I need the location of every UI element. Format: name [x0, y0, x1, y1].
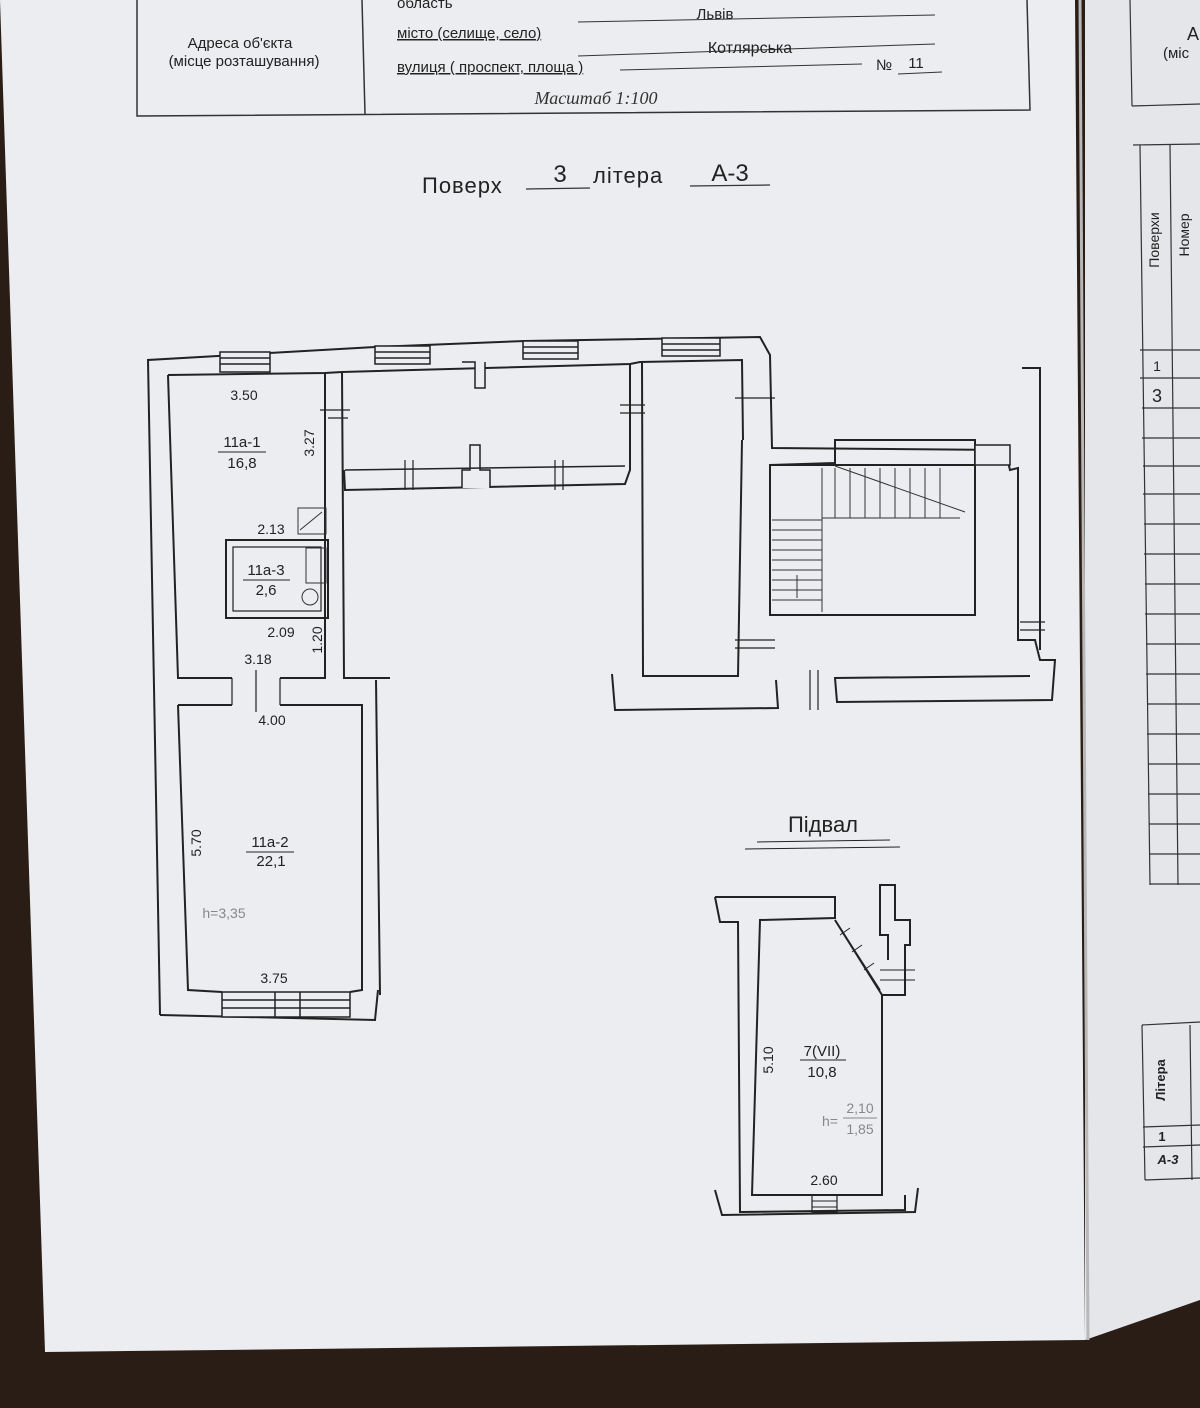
- door-marks: [231, 397, 1045, 712]
- staircase: [769, 464, 976, 616]
- room-11a-3-id: 11а-3: [247, 562, 284, 579]
- basement-room-area: 10,8: [807, 1064, 836, 1081]
- dim-3-50: 3.50: [230, 387, 257, 403]
- dim-3-18: 3.18: [244, 651, 271, 667]
- room-11a-3-wall: [225, 539, 329, 619]
- dim-1-20: 1.20: [309, 626, 325, 653]
- lower-col-letter: Літера: [1153, 1058, 1168, 1100]
- room-11a-2-id: 11а-2: [251, 834, 288, 851]
- room-11a-2-wall: [177, 704, 223, 993]
- col-floors: Поверхи: [1146, 212, 1162, 267]
- room-11a-2-area: 22,1: [256, 853, 285, 870]
- basement-h-top: 2,10: [846, 1100, 873, 1116]
- basement-h-prefix: h=: [822, 1113, 838, 1129]
- number-label: №: [876, 57, 892, 74]
- dim-2-09: 2.09: [267, 624, 294, 640]
- basement-dim-height: 5.10: [760, 1046, 776, 1073]
- number-value: 11: [908, 55, 924, 72]
- right-top-partial-mis: (міс: [1163, 45, 1190, 62]
- header-lines: [577, 14, 943, 75]
- lower-row-1: 1: [1158, 1129, 1165, 1144]
- dim-3-75: 3.75: [260, 970, 287, 986]
- stair-steps: [772, 465, 966, 612]
- col-number: Номер: [1176, 213, 1192, 256]
- address-label-line1: Адреса об'єкта: [188, 35, 293, 52]
- basement-h-bottom: 1,85: [846, 1121, 873, 1137]
- room-11a-1-area: 16,8: [227, 455, 256, 472]
- dim-4-00: 4.00: [258, 712, 285, 728]
- row-1: 1: [1153, 358, 1161, 374]
- height-note: h=3,35: [202, 905, 245, 921]
- oblast-label: область: [397, 0, 453, 12]
- scale-label: Масштаб 1:100: [533, 88, 657, 108]
- lower-row-a3: А-3: [1157, 1152, 1180, 1167]
- bathroom-fixtures: [297, 507, 327, 606]
- city-label: місто (селище, село): [397, 25, 541, 42]
- dim-2-13: 2.13: [257, 521, 284, 537]
- windows: [219, 337, 1011, 1018]
- header-table: [136, 0, 1031, 117]
- dim-5-70: 5.70: [188, 829, 204, 856]
- basement-room-id: 7(VII): [804, 1043, 841, 1060]
- room-11a-3-area: 2,6: [256, 582, 277, 599]
- basement-plan: [714, 884, 919, 1217]
- basement-dim-width: 2.60: [810, 1172, 837, 1188]
- room-11a-1-wall: [167, 374, 232, 679]
- room-11a-1-id: 11а-1: [223, 434, 260, 451]
- left-page: [0, 0, 1085, 1352]
- dim-3-27: 3.27: [301, 429, 317, 456]
- city-value: Львів: [697, 6, 734, 23]
- street-label: вулиця ( проспект, площа ): [397, 59, 583, 76]
- floor-title: Поверх 3 літера А-3: [422, 160, 771, 198]
- right-top-partial-a: А: [1187, 24, 1199, 44]
- right-page: [1085, 0, 1200, 1340]
- address-label-line2: (місце розташування): [169, 53, 320, 70]
- floor-label: Поверх: [422, 173, 503, 198]
- floor-value: 3: [553, 161, 566, 188]
- row-3: 3: [1152, 386, 1162, 406]
- right-page-table: [1129, 0, 1200, 1181]
- street-value: Котлярська: [708, 40, 792, 57]
- basement-title: Підвал: [788, 812, 858, 837]
- letter-label: літера: [593, 163, 663, 188]
- outer-wall: [146, 335, 1006, 1016]
- letter-value: А-3: [711, 160, 748, 187]
